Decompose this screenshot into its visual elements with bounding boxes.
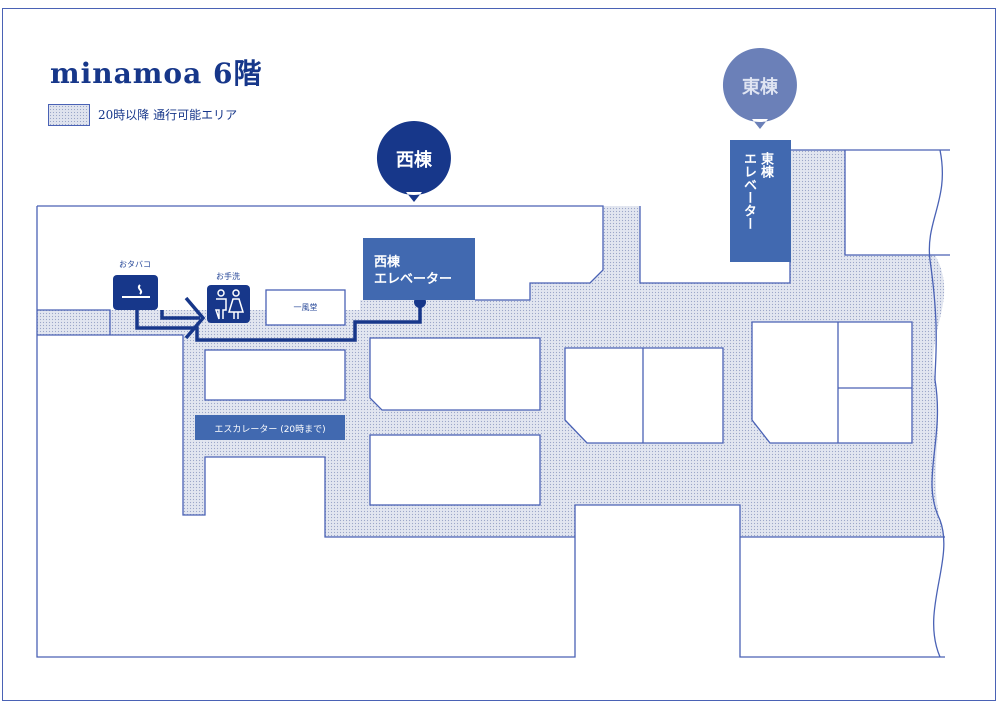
escalator-label: エスカレーター (20時まで) [214, 425, 326, 435]
east-elevator-label: 東棟 エレベーター [740, 152, 774, 262]
smoking-label: おタバコ [119, 260, 151, 269]
store [369, 337, 541, 411]
store-ippudo [265, 289, 346, 326]
east-pin [722, 48, 797, 129]
west-pin [376, 121, 451, 202]
restroom-label: お手洗 [216, 272, 240, 281]
west-pin-label: 西棟 [396, 150, 432, 171]
west-elevator-label: 西棟 エレベーター [374, 254, 452, 288]
ippudo-label: 一風堂 [293, 303, 318, 312]
legend-swatch [48, 104, 90, 126]
legend-label: 20時以降 通行可能エリア [98, 108, 238, 122]
east-elevator-line1: 東棟 [758, 152, 773, 178]
east-elevator-box[interactable] [730, 140, 791, 262]
route-line [135, 296, 422, 342]
west-elevator-line1: 西棟 [374, 255, 401, 270]
map-frame [2, 8, 996, 701]
east-cut-edge [928, 149, 945, 658]
store [369, 434, 541, 506]
escalator-box[interactable] [195, 415, 345, 440]
restroom-icon[interactable] [207, 285, 250, 323]
store [751, 321, 913, 444]
smoking-area-icon[interactable] [113, 275, 158, 310]
east-elevator-line2: エレベーター [741, 152, 756, 230]
store [564, 347, 724, 444]
west-elevator-box[interactable] [363, 238, 475, 300]
west-elevator-line2: エレベーター [374, 272, 453, 287]
page-title: minamoa 6階 [50, 57, 263, 90]
east-pin-label: 東棟 [742, 77, 778, 98]
store [204, 349, 346, 401]
building-outline-west [37, 205, 604, 301]
